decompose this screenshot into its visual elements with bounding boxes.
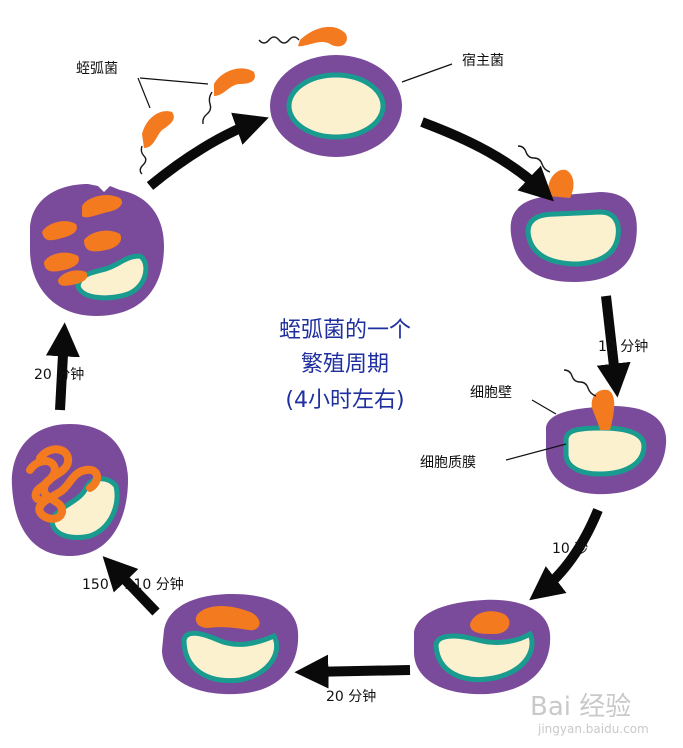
host-cell-initial [270,55,402,157]
leader-bdellovibrio-a [139,77,209,85]
label-cell-wall: 细胞壁 [470,385,512,401]
host-cell-growing [162,594,299,695]
arrow-150-210min [102,556,160,616]
host-cell-lysis [30,184,164,316]
arrow-10min [596,295,631,398]
watermark-brand: Bai 经验 [530,692,632,722]
step-label-20min-left: 20 分钟 [34,367,85,383]
diagram-title-line-1: 蛭弧菌的一个 [278,318,411,343]
step-label-150-210min: 150 – 210 分钟 [82,577,184,593]
bdellovibrio-free-1 [202,68,255,125]
leader-bdellovibrio-b [137,77,151,109]
step-label-20min-bottom: 20 分钟 [326,689,377,705]
step-label-10sec: 10 秒 [552,541,589,557]
label-host: 宿主菌 [462,53,504,69]
host-cell-attachment [510,145,637,282]
bdellovibrio-approaching [258,26,347,47]
bdellovibrio-free-2 [139,111,174,175]
arrow-20min-bottom [294,654,411,689]
arrow-10sec [529,508,603,601]
diagram-title-line-3: (4小时左右) [285,388,405,413]
host-cell-entered [414,599,551,695]
leader-host [401,63,453,83]
label-bdellovibrio: 蛭弧菌 [76,61,118,77]
leader-cell-wall [531,399,557,415]
arrow-20min-left [45,322,80,411]
arrow-attach [420,117,554,202]
host-cell-filament [11,424,128,556]
host-cell-penetration [546,369,667,495]
leader-cell-membrane [505,443,567,461]
watermark-url: jingyan.baidu.com [538,722,649,736]
arrow-release [146,112,269,190]
label-cell-membrane: 细胞质膜 [420,455,476,471]
diagram-title-line-2: 繁殖周期 [300,352,389,377]
step-label-10min: 10 分钟 [598,339,649,355]
